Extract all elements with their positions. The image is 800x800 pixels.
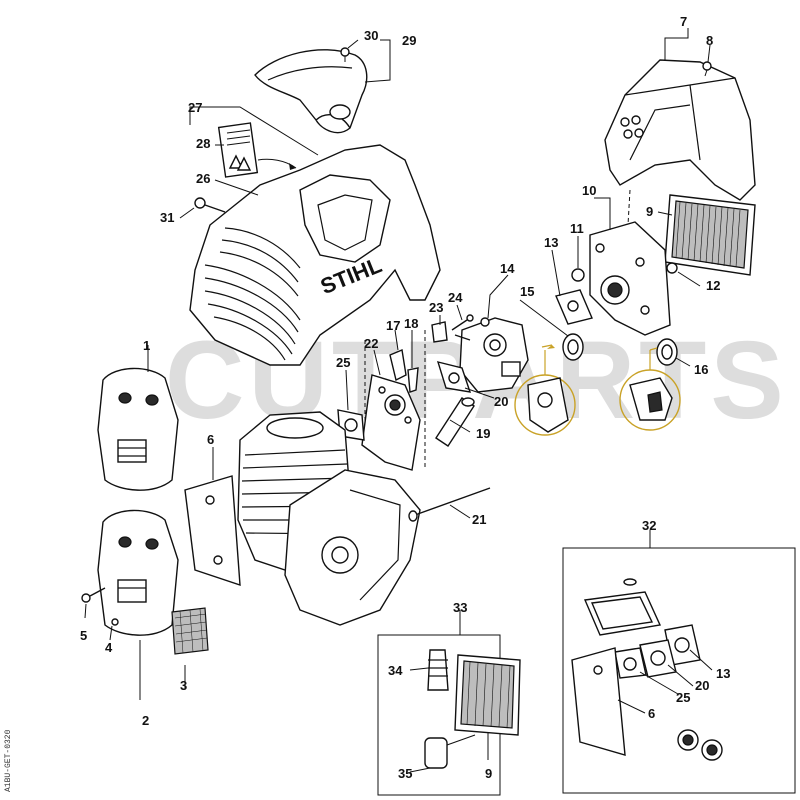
warning-label-sticker [217,122,259,178]
bolt-21 [408,487,491,522]
callout-20: 20 [494,394,508,409]
callout-34: 34 [388,663,403,678]
screw-24 [451,314,474,331]
muffler-cover-1 [97,367,179,491]
spark-screen-3 [171,607,209,655]
screw-8 [702,61,712,77]
callout-kit33-9: 9 [485,766,492,781]
gasket-13 [555,289,593,325]
alignment-line-1 [627,189,631,226]
callout-17: 17 [386,318,400,333]
callout-6: 6 [207,432,214,447]
callout-29: 29 [402,33,416,48]
fuel-filter-35 [424,734,476,769]
callout-24: 24 [448,290,463,305]
callout-23: 23 [429,300,443,315]
callout-11: 11 [570,221,584,236]
elbow-ring-16 [656,338,678,366]
callout-5: 5 [80,628,87,643]
highlight-circle-left [514,344,576,436]
bracket-23 [431,321,448,343]
callout-18: 18 [404,316,418,331]
callout-8: 8 [706,33,713,48]
callout-22: 22 [364,336,378,351]
callout-21: 21 [472,512,486,527]
callout-25: 25 [336,355,350,370]
kit-gasket-25 [614,647,647,679]
callout-kit32-13: 13 [716,666,730,681]
callout-28: 28 [196,136,210,151]
screw-31 [194,197,226,213]
filter-base-part [589,221,671,336]
callout-35: 35 [398,766,412,781]
label-arrow-head [289,163,296,170]
muffler-2 [97,509,179,636]
callout-12: 12 [706,278,720,293]
kit-gasket-large [583,591,662,636]
callout-26: 26 [196,171,210,186]
kit-seal-right [701,739,723,761]
crankcase-part [284,469,421,626]
callout-kit32-6: 6 [648,706,655,721]
callout-19: 19 [476,426,490,441]
kit-box-32 [562,547,796,794]
muffler-gasket-6 [184,475,241,586]
callout-4: 4 [105,640,113,655]
callout-kit32-25: 25 [676,690,690,705]
kit-gasket-13 [664,624,701,666]
callout-13: 13 [544,235,558,250]
part-18 [407,367,419,393]
callout-31: 31 [160,210,174,225]
callout-7: 7 [680,14,687,29]
kit-seal-left [677,729,699,751]
plug-11 [571,268,585,282]
leader-lines [84,28,713,773]
drawing-code: A1BU-GET-0320 [4,729,13,792]
callout-33: 33 [453,600,467,615]
gasket-20 [436,361,472,393]
kit-gasket-6 [571,647,626,756]
callout-30: 30 [364,28,378,43]
callout-2: 2 [142,713,149,728]
valve-34 [427,649,449,691]
callout-1: 1 [143,338,150,353]
callout-numbers: 30 29 27 28 26 31 7 8 9 10 11 12 13 14 1… [80,14,730,781]
top-cover-part [254,49,368,134]
callout-14: 14 [500,261,515,276]
screw-4 [111,618,119,626]
screw-5 [81,587,106,603]
elbow-ring-15 [562,333,584,361]
callout-10: 10 [582,183,596,198]
plug-12 [666,262,678,274]
intake-manifold-22 [361,374,421,471]
callout-32: 32 [642,518,656,533]
part-17 [389,349,407,382]
callout-16: 16 [694,362,708,377]
filter-insert-kit [454,654,521,736]
callout-kit32-20: 20 [695,678,709,693]
callout-9: 9 [646,204,653,219]
filter-cover-part [604,59,756,201]
kit-ring-small [623,578,637,586]
callout-3: 3 [180,678,187,693]
screw-30 [340,47,350,62]
engine-shroud-part: STIHL [189,144,441,366]
tube-19 [435,397,475,447]
air-filter-part [664,194,756,276]
highlight-circle-right [619,347,681,431]
callout-15: 15 [520,284,534,299]
callout-27: 27 [188,100,202,115]
